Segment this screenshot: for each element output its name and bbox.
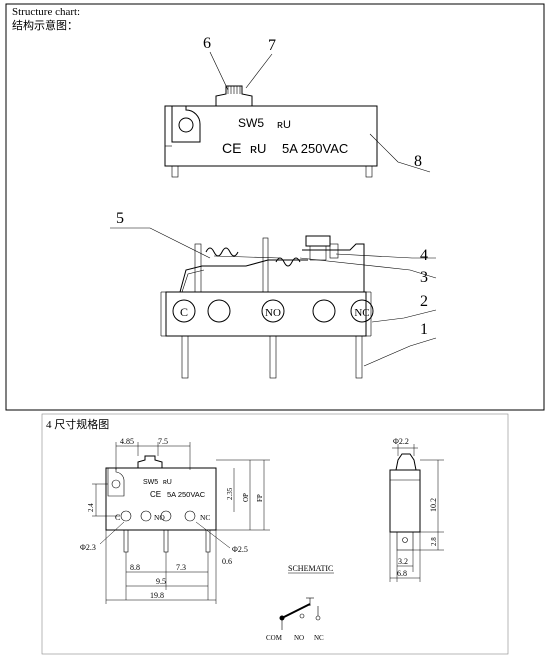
switch-internal-view: C NO NC — [160, 235, 374, 379]
front-pin-nc — [205, 529, 211, 553]
front-mount-hole — [111, 479, 121, 489]
schematic-com-label: COM — [266, 634, 283, 642]
dim-10-2: 10.2 — [429, 498, 438, 512]
dim-4-85: 4.85 — [120, 437, 134, 446]
callout-6: 6 — [203, 35, 211, 52]
top-rating-label: 5A 250VAC — [282, 141, 348, 156]
front-hole-c — [120, 510, 132, 522]
leader-7 — [245, 53, 273, 89]
front-view: SW5 ʀU CE 5A 250VAC C NO NC — [105, 455, 217, 553]
front-hole-no — [160, 510, 172, 522]
no-post — [262, 237, 269, 293]
front-dimensions: 4.85 7.5 2.4 2.35 OP FP Φ2.3 Φ2.5 0.6 8.… — [80, 437, 270, 604]
callout-4: 4 — [420, 247, 428, 264]
dim-2-8: 2.8 — [430, 537, 438, 546]
terminal-hole-c — [172, 299, 196, 323]
leader-4 — [335, 253, 436, 259]
side-view: Φ2.2 10.2 2.8 3.2 6.8 — [389, 437, 444, 582]
terminal-label-c: C — [180, 305, 188, 319]
front-label-no: NO — [154, 513, 165, 522]
dim-8-8: 8.8 — [130, 563, 140, 572]
dim-fp: FP — [256, 494, 264, 502]
mounting-boss — [171, 106, 201, 143]
front-label-nc: NC — [200, 513, 210, 522]
dim-2-35: 2.35 — [226, 487, 234, 500]
schematic-nc-label: NC — [314, 634, 324, 642]
terminal-hole-blank-2 — [312, 299, 336, 323]
dimension-panel-frame — [41, 413, 509, 655]
front-rating: 5A 250VAC — [167, 490, 206, 499]
dim-19-8: 19.8 — [150, 591, 164, 600]
callout-3: 3 — [420, 269, 428, 286]
actuator-cap — [305, 235, 331, 247]
schematic-lever — [281, 603, 311, 619]
top-ur-mark: ʀU — [277, 119, 291, 131]
leader-8 — [369, 133, 431, 173]
front-pin-c — [123, 529, 129, 553]
structure-title-cn: 结构示意图： — [12, 18, 78, 32]
leader-6 — [209, 51, 229, 91]
top-ce-mark: CE — [222, 140, 241, 156]
callout-5: 5 — [116, 210, 124, 227]
schematic: SCHEMATIC COM NO NC — [266, 564, 334, 642]
spring-left — [205, 247, 239, 257]
dim-phi-2-2: Φ2.2 — [393, 437, 409, 446]
callout-2: 2 — [420, 293, 428, 310]
leader-5 — [110, 227, 211, 259]
schematic-title: SCHEMATIC — [288, 564, 333, 573]
switch-body-outline — [164, 105, 378, 167]
dim-phi-2-3: Φ2.3 — [80, 543, 96, 552]
terminal-label-no: NO — [265, 307, 281, 319]
front-label-c: C — [115, 513, 120, 522]
pin-c — [181, 335, 189, 379]
dim-op: OP — [242, 493, 250, 502]
side-body — [389, 469, 421, 533]
side-plunger — [395, 453, 417, 471]
switch-top-view: SW5 ʀU CE ʀU 5A 250VAC — [164, 85, 378, 178]
front-body — [105, 467, 217, 531]
mounting-hole — [178, 117, 194, 133]
schematic-no-label: NO — [294, 634, 304, 642]
callout-7: 7 — [268, 37, 276, 54]
dimension-section-title: 4 尺寸规格图 — [46, 417, 109, 431]
dim-phi-2-5: Φ2.5 — [232, 545, 248, 554]
front-model: SW5 — [143, 479, 158, 486]
callout-1: 1 — [420, 321, 428, 338]
front-ce: CE — [150, 490, 161, 499]
structure-title-en: Structure chart: — [12, 6, 80, 18]
terminal-hole-no — [261, 299, 285, 323]
dim-7-3: 7.3 — [176, 563, 186, 572]
dim-7-5: 7.5 — [158, 437, 168, 446]
pin-no — [269, 335, 277, 379]
front-hole-nc — [184, 510, 196, 522]
top-model-label: SW5 — [238, 116, 264, 130]
terminal-label-nc: NC — [354, 307, 369, 319]
leader-1 — [363, 337, 437, 367]
callout-8: 8 — [414, 153, 422, 170]
front-plunger — [137, 455, 163, 468]
leader-2 — [371, 309, 437, 323]
structure-panel-frame — [5, 3, 545, 411]
dim-2-4: 2.4 — [87, 503, 95, 512]
top-ur-mark-2: ʀU — [250, 141, 266, 156]
terminal-hole-nc — [350, 299, 374, 323]
spring-right — [275, 257, 301, 267]
front-pin-no — [163, 529, 169, 553]
terminal-hole-blank-1 — [207, 299, 231, 323]
schematic-nc-node — [315, 615, 321, 621]
side-pin — [396, 531, 414, 551]
dim-3-2: 3.2 — [398, 557, 408, 566]
dim-0-6: 0.6 — [222, 557, 232, 566]
nc-bracket — [302, 243, 365, 292]
dim-9-5: 9.5 — [156, 577, 166, 586]
dim-6-8: 6.8 — [397, 569, 407, 578]
moving-contact — [179, 259, 308, 293]
pin-nc — [355, 335, 363, 379]
leader-3 — [299, 257, 437, 279]
front-ur: ʀU — [163, 479, 172, 486]
schematic-no-node — [299, 613, 305, 619]
